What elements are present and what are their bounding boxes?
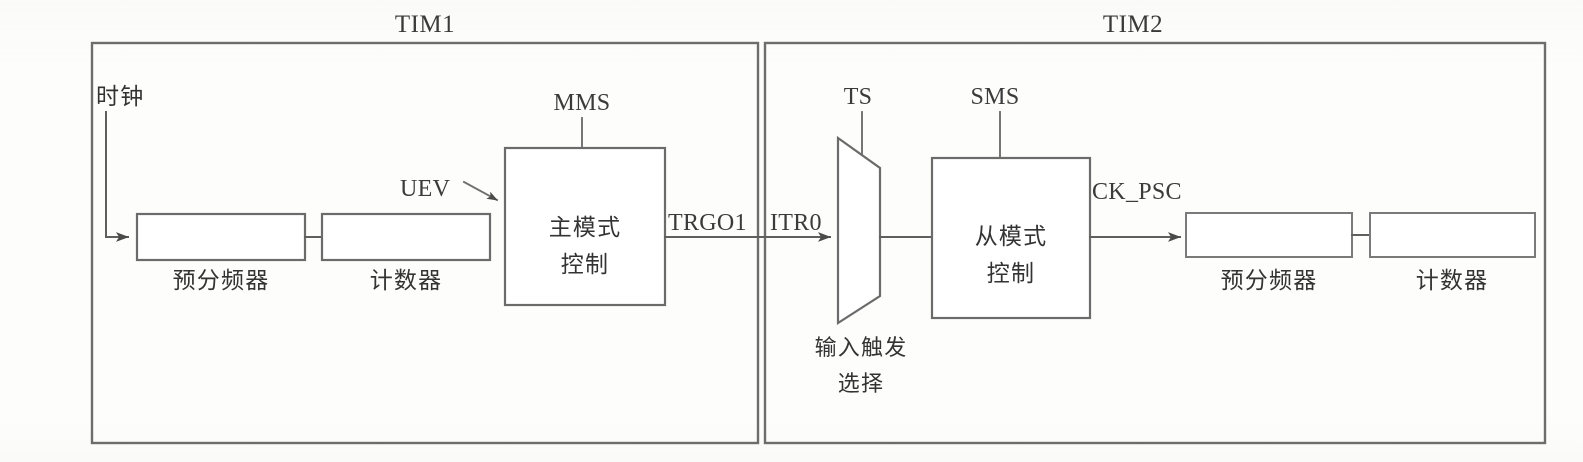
tim1-title: TIM1 xyxy=(395,11,455,38)
tim2-prescaler-block xyxy=(1185,212,1353,258)
tim1-mms-label: MMS xyxy=(554,90,611,116)
tim1-counter-label: 计数器 xyxy=(370,268,443,294)
tim2-input-trigger-mux xyxy=(836,135,882,326)
tim1-master-mode-line1: 主模式 xyxy=(549,215,622,241)
tim1-uev-label: UEV xyxy=(400,176,451,202)
tim1-counter-block xyxy=(320,212,492,262)
tim2-sms-label: SMS xyxy=(971,84,1020,110)
tim2-counter-label: 计数器 xyxy=(1416,268,1489,294)
tim1-master-mode-line2: 控制 xyxy=(561,252,609,278)
tim2-prescaler-label: 预分频器 xyxy=(1221,268,1318,294)
tim2-slave-mode-line1: 从模式 xyxy=(975,224,1048,250)
tim1-clock-wire xyxy=(105,111,129,242)
tim2-counter-block xyxy=(1369,212,1536,258)
tim2-slave-mode-line2: 控制 xyxy=(987,261,1035,287)
tim1-trgo1-label: TRGO1 xyxy=(668,210,747,236)
tim2-mux-caption-line1: 输入触发 xyxy=(815,336,908,361)
tim2-title: TIM2 xyxy=(1103,11,1163,38)
tim2-mux-caption-line2: 选择 xyxy=(838,372,884,397)
tim2-itr0-label: ITR0 xyxy=(770,210,822,236)
tim1-prescaler-label: 预分频器 xyxy=(173,268,270,294)
tim1-prescaler-block xyxy=(135,212,307,262)
tim1-uev-arrow xyxy=(462,180,499,202)
tim2-ck-psc-label: CK_PSC xyxy=(1092,179,1182,205)
tim2-ts-label: TS xyxy=(844,84,873,110)
tim1-clock-label: 时钟 xyxy=(96,84,144,110)
